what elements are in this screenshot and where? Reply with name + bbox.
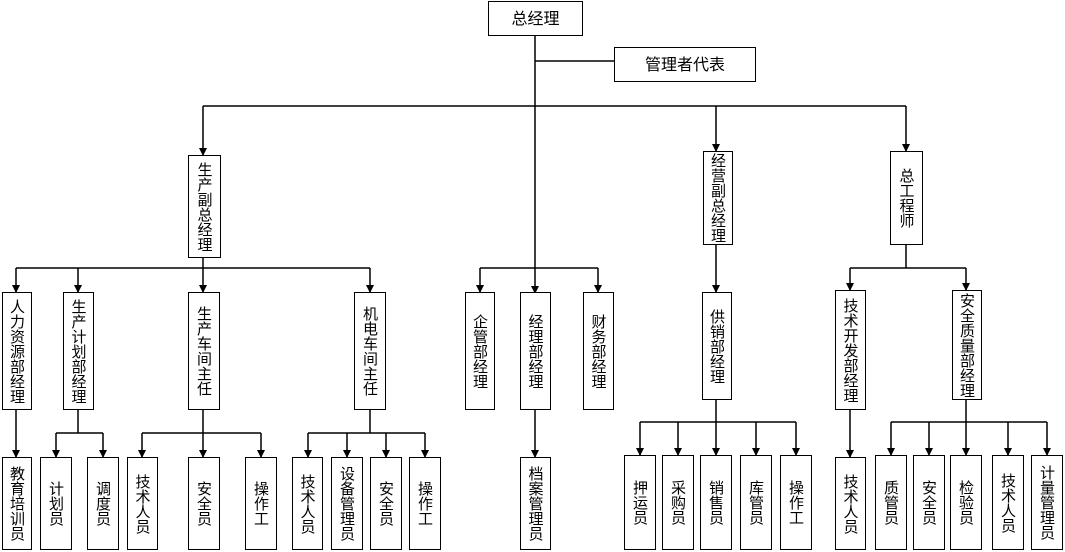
node-mech-safety-officer: 安全员	[370, 457, 402, 550]
node-buyer: 采购员	[662, 455, 694, 550]
node-quality-safety-officer: 安全员	[913, 455, 945, 550]
node-label: 技术人员	[841, 473, 860, 534]
node-label: 档案管理员	[526, 466, 545, 541]
node-workshop-safety-officer: 安全员	[188, 457, 220, 550]
node-dispatcher: 调度员	[87, 457, 119, 550]
node-tech-dev-manager: 技术开发部经理	[835, 290, 866, 410]
node-label: 押运员	[631, 480, 649, 525]
node-metering-manager: 计量管理员	[1031, 455, 1063, 550]
node-label: 技术人员	[133, 473, 152, 534]
node-label: 教育培训员	[8, 466, 26, 541]
node-supply-sales-manager: 供销部经理	[702, 292, 732, 400]
node-manager-dept-manager: 经理部经理	[520, 292, 551, 410]
node-archivist: 档案管理员	[520, 457, 551, 550]
node-label: 计划员	[47, 481, 65, 526]
node-label: 管理者代表	[644, 54, 725, 74]
node-enterprise-mgmt-manager: 企管部经理	[465, 292, 495, 410]
node-hr-manager: 人力资源部经理	[2, 292, 32, 410]
node-quality-controller: 质管员	[875, 455, 907, 550]
node-safety-quality-manager: 安全质量部经理	[952, 290, 982, 400]
node-quality-technician: 技术人员	[992, 455, 1024, 550]
node-dev-technician: 技术人员	[835, 457, 866, 550]
node-salesperson: 销售员	[700, 455, 732, 550]
node-label: 技术人员	[298, 473, 317, 534]
node-label: 销售员	[707, 480, 725, 525]
node-label: 安全员	[920, 480, 938, 525]
node-workshop-operator: 操作工	[245, 457, 277, 550]
node-label: 库管员	[747, 480, 765, 525]
node-label: 设备管理员	[338, 466, 356, 541]
node-label: 安全员	[377, 481, 395, 526]
node-label: 总经理	[511, 8, 560, 28]
node-workshop-director: 生产车间主任	[188, 292, 220, 410]
node-label: 安全员	[195, 481, 213, 526]
node-label: 机电车间主任	[361, 306, 379, 396]
node-label: 经营副总经理	[709, 153, 727, 243]
node-storekeeper: 库管员	[740, 455, 772, 550]
node-planning-manager: 生产计划部经理	[63, 292, 94, 410]
node-supply-operator: 操作工	[780, 455, 812, 550]
node-workshop-technician: 技术人员	[127, 457, 158, 550]
node-label: 调度员	[94, 481, 112, 526]
node-label: 操作工	[787, 480, 805, 525]
node-trainer: 教育培训员	[2, 457, 32, 550]
node-label: 总工程师	[897, 168, 916, 228]
node-label: 财务部经理	[589, 313, 608, 389]
node-chief-engineer: 总工程师	[890, 151, 923, 245]
node-label: 人力资源部经理	[8, 298, 26, 404]
node-label: 质管员	[882, 480, 900, 525]
node-label: 操作工	[252, 481, 270, 526]
node-general-manager: 总经理	[488, 1, 583, 36]
node-management-representative: 管理者代表	[614, 47, 756, 82]
node-mech-technician: 技术人员	[292, 457, 323, 550]
node-escort: 押运员	[624, 455, 656, 550]
node-mech-operator: 操作工	[409, 457, 441, 550]
node-label: 操作工	[416, 481, 434, 526]
node-label: 采购员	[669, 480, 687, 525]
node-finance-manager: 财务部经理	[583, 292, 614, 410]
node-label: 计量管理员	[1038, 465, 1056, 540]
node-label: 企管部经理	[471, 313, 489, 389]
node-production-vp: 生产副总经理	[188, 155, 221, 258]
node-label: 技术人员	[999, 472, 1017, 533]
node-label: 检验员	[957, 480, 975, 525]
node-label: 安全质量部经理	[958, 292, 976, 398]
node-planner: 计划员	[40, 457, 72, 550]
node-inspector: 检验员	[950, 455, 982, 550]
node-label: 生产车间主任	[195, 306, 213, 396]
node-label: 生产计划部经理	[69, 298, 88, 404]
node-label: 供销部经理	[708, 308, 726, 384]
node-operations-vp: 经营副总经理	[703, 151, 733, 245]
node-mech-workshop-director: 机电车间主任	[354, 292, 386, 410]
node-label: 生产副总经理	[195, 161, 214, 252]
node-label: 技术开发部经理	[841, 297, 860, 403]
node-label: 经理部经理	[526, 313, 545, 389]
node-equipment-manager: 设备管理员	[331, 457, 363, 550]
